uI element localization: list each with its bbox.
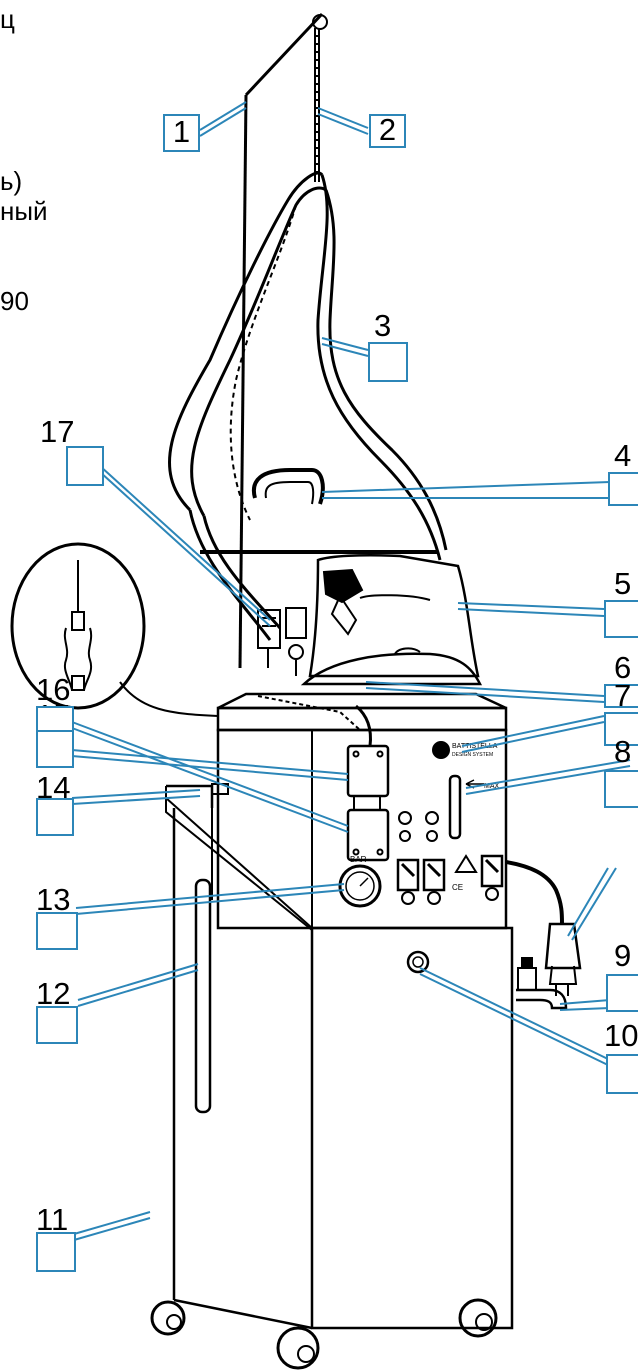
steam-hose (168, 171, 448, 641)
label-number-10: 10 (604, 1018, 638, 1053)
label-box-4 (608, 472, 638, 506)
label-box-5 (604, 600, 638, 638)
label-box-6 (604, 684, 638, 708)
spring (314, 28, 320, 182)
label-box-7 (604, 712, 638, 746)
label-box-13 (36, 912, 78, 950)
hose-connector (257, 607, 307, 676)
label-number-8: 8 (614, 734, 632, 769)
label-box-17 (66, 446, 104, 486)
label-number-4: 4 (614, 438, 632, 473)
label-box-11 (36, 1232, 76, 1272)
control-panel (338, 741, 504, 908)
label-box-3 (368, 342, 408, 382)
label-number-13: 13 (36, 882, 71, 917)
label-box-16 (36, 706, 74, 732)
connectors (346, 704, 390, 862)
rod (238, 12, 328, 669)
label-box-9 (606, 974, 638, 1012)
label-box-10 (606, 1054, 638, 1094)
ce-label: CE (452, 883, 463, 892)
label-number-11: 11 (36, 1202, 69, 1237)
label-number-1: 1 (172, 114, 191, 149)
edge-text-3: ный (0, 196, 48, 226)
wheels (150, 1298, 498, 1370)
gauge-label: BAR (350, 855, 367, 864)
label-number-7: 7 (614, 678, 632, 713)
power-cord (505, 860, 582, 996)
edge-text-2: ь) (0, 166, 23, 196)
label-number-9: 9 (614, 938, 632, 973)
label-number-16: 16 (36, 672, 71, 707)
label-number-17: 17 (40, 414, 75, 449)
label-number-2: 2 (378, 112, 397, 147)
label-number-12: 12 (36, 976, 71, 1011)
label-box-2 (369, 114, 406, 148)
iron (200, 550, 483, 686)
edge-text-1: ц (0, 4, 15, 34)
label-number-5: 5 (614, 566, 632, 601)
leader-lines (71, 101, 631, 1241)
label-number-3: 3 (374, 308, 392, 343)
brand-label: BATTISTELLA (452, 743, 498, 750)
edge-text-4: 90 (0, 286, 29, 316)
iron-handle-detail (251, 468, 325, 505)
label-number-6: 6 (614, 650, 632, 685)
brand-sub-label: DESIGN SYSTEM (452, 752, 493, 758)
max-label: MAX (484, 783, 500, 790)
label-box-14 (36, 798, 74, 836)
label-box-1 (163, 114, 200, 152)
label-box-12 (36, 1006, 78, 1044)
label-box-15 (36, 730, 74, 768)
drain-tap (516, 957, 568, 1010)
detail-circle (10, 542, 219, 717)
label-box-8 (604, 770, 638, 808)
